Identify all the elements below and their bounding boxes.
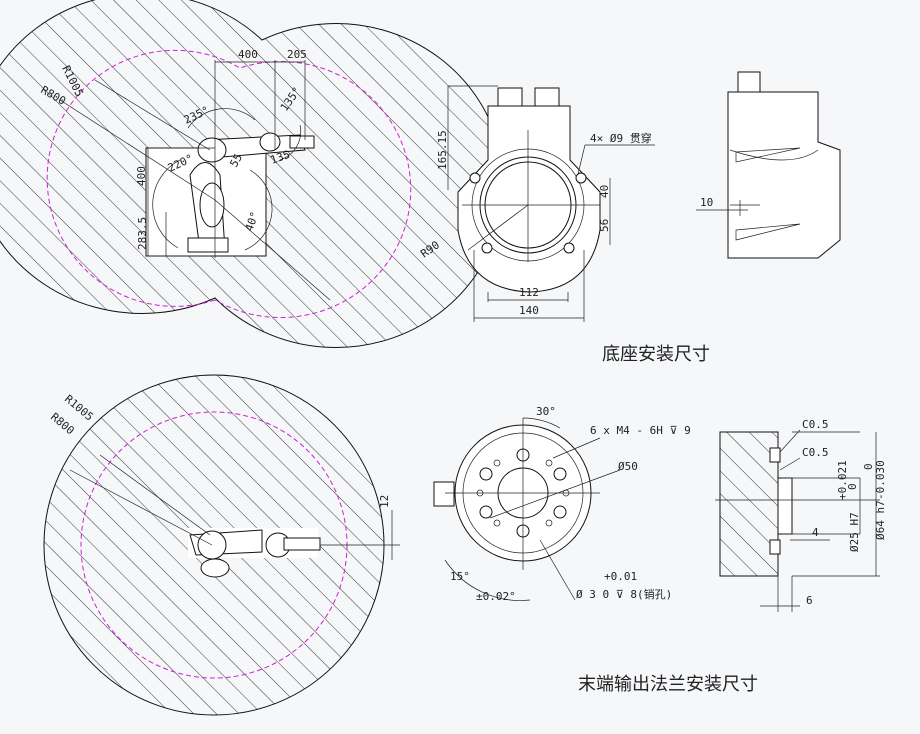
chamfer-mid: C0.5 xyxy=(802,446,829,459)
pin-hole-note: Ø 3 0 ⊽ 8(销孔) xyxy=(576,587,672,601)
angle-40: 40° xyxy=(243,210,262,233)
pin-tolerance: +0.01 xyxy=(604,570,637,583)
base-side-view xyxy=(696,71,841,259)
flange-front-view xyxy=(433,417,621,601)
dim-56: 56 xyxy=(598,219,611,232)
dim-40: 40 xyxy=(598,185,611,198)
dim-165-15: 165.15 xyxy=(436,130,449,170)
tapped-holes-note: 6 x M4 - 6H ⊽ 9 xyxy=(590,424,691,437)
dim-4: 4 xyxy=(812,526,819,539)
chamfer-top: C0.5 xyxy=(802,418,829,431)
caption-flange-mounting: 末端输出法兰安装尺寸 xyxy=(578,674,758,695)
angle-tolerance: ±0.02° xyxy=(476,590,516,603)
dim-205: 205 xyxy=(287,48,307,61)
dim-55: 55 xyxy=(227,152,245,170)
base-front-view xyxy=(447,85,655,322)
dim-400-side: 400 xyxy=(135,166,148,186)
caption-base-mounting: 底座安装尺寸 xyxy=(602,344,710,365)
dia-25-tol-upper: +0.021 xyxy=(836,460,849,500)
dim-140: 140 xyxy=(519,304,539,317)
dim-6: 6 xyxy=(806,594,813,607)
dia-64-tol-lower: -0.030 xyxy=(874,460,887,500)
dim-283-5: 283.5 xyxy=(136,217,149,250)
dim-10: 10 xyxy=(700,196,713,209)
angle-30: 30° xyxy=(536,405,556,418)
dim-112: 112 xyxy=(519,286,539,299)
holes-note: 4× Ø9 贯穿 xyxy=(590,131,652,145)
dim-135: 135 xyxy=(269,148,292,167)
dia-25-label: Ø25 H7 xyxy=(848,512,861,552)
dim-12: 12 xyxy=(378,495,391,508)
flange-section-view xyxy=(715,429,880,612)
dia-50: Ø50 xyxy=(618,460,638,473)
flange-section-labels: C0.5 C0.5 +0.021 0 Ø25 H7 0 -0.030 Ø64 h… xyxy=(802,418,887,607)
workspace-top-view xyxy=(0,0,505,348)
flange-front-labels: 30° 6 x M4 - 6H ⊽ 9 Ø50 +0.01 Ø 3 0 ⊽ 8(… xyxy=(450,405,691,603)
r800-side-label: R800 xyxy=(48,410,77,437)
dia-64-tol-upper: 0 xyxy=(862,463,875,470)
dim-400-top: 400 xyxy=(238,48,258,61)
workspace-side-view xyxy=(43,374,400,716)
angle-15: 15° xyxy=(450,570,470,583)
dia-64-label: Ø64 h7 xyxy=(874,500,887,540)
dia-25-tol-lower: 0 xyxy=(846,483,859,490)
